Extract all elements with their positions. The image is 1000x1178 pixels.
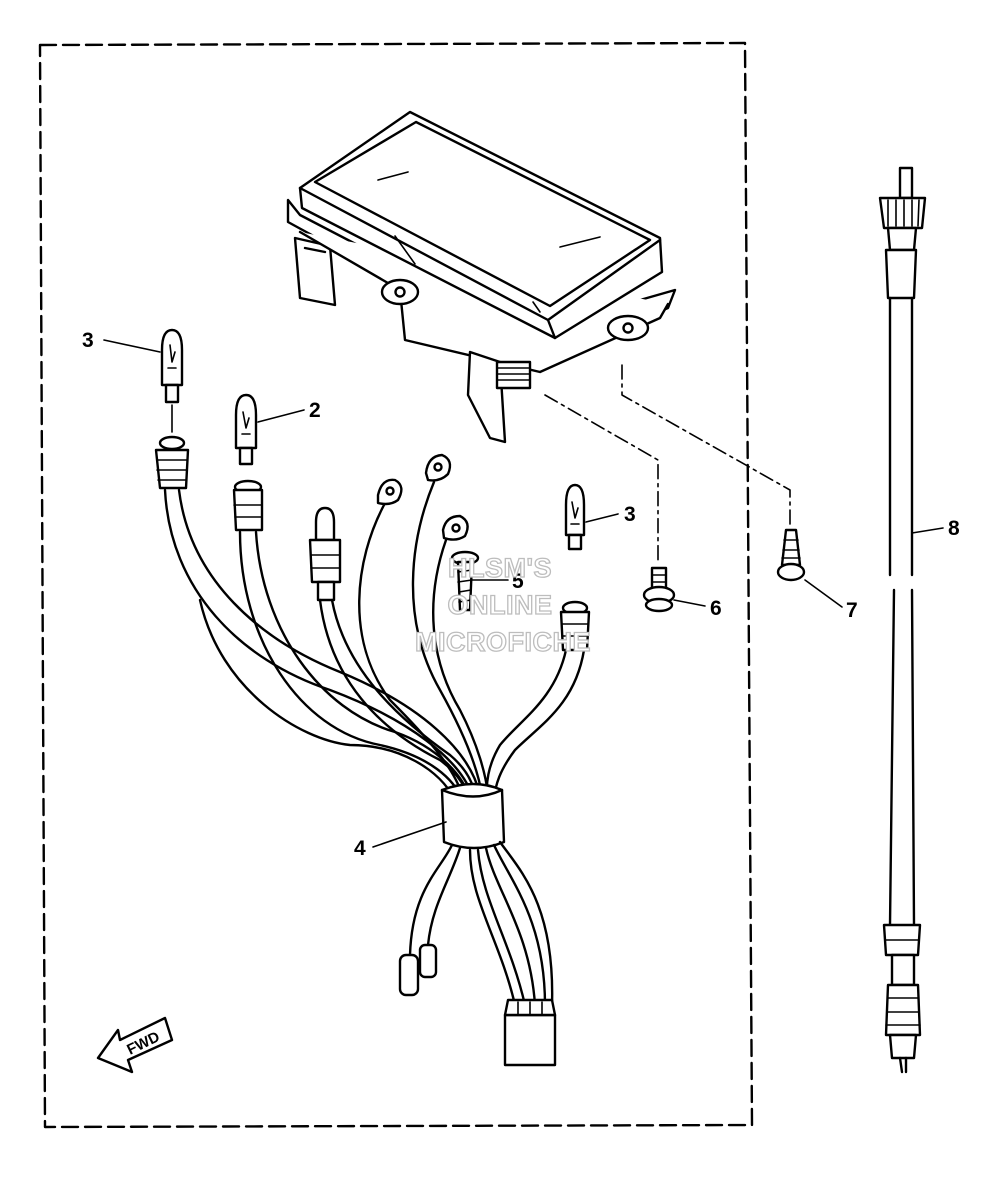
- socket-left: [154, 435, 190, 490]
- watermark-line2: ONLINE: [447, 590, 552, 620]
- bulb-right: [564, 483, 586, 551]
- callout-bulb-left: 3: [82, 329, 94, 352]
- watermark-line3: MICROFICHE: [415, 627, 591, 657]
- callout-screw-long: 5: [512, 570, 524, 593]
- speedometer-cable: [878, 166, 927, 1074]
- bulb-mid: [234, 393, 258, 466]
- fwd-arrow: FWD: [96, 1016, 174, 1074]
- screw-short: [642, 566, 676, 613]
- wire-harness: [154, 435, 591, 1067]
- watermark-line1: HLSM'S: [448, 553, 552, 583]
- watermark: HLSM'S ONLINE MICROFICHE: [414, 552, 591, 657]
- assembly-boundary: [38, 41, 754, 1129]
- bullet-terminals: [398, 943, 438, 997]
- socket-mid: [232, 479, 264, 532]
- meter-housing: [286, 110, 791, 564]
- callout-cable: 8: [948, 517, 960, 540]
- callout-harness: 4: [354, 837, 366, 860]
- bulb-left: [160, 328, 184, 433]
- socket-right: [559, 600, 591, 652]
- screw-long: [450, 550, 480, 612]
- callout-leaders: [103, 339, 944, 848]
- callout-bulb-right: 3: [624, 503, 636, 526]
- ring-terminals: [376, 453, 469, 541]
- callout-bulb-mid: 2: [309, 399, 321, 422]
- callout-screw-short: 6: [710, 597, 722, 620]
- socket-indicator: [308, 506, 342, 602]
- grommet: [776, 528, 806, 582]
- callout-grommet: 7: [846, 599, 858, 622]
- harness-connector: [503, 998, 557, 1067]
